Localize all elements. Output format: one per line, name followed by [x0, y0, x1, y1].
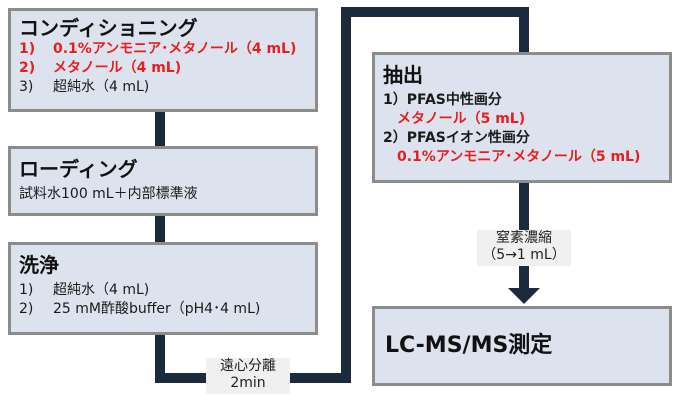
step-conditioning-title: コンディショニング	[19, 16, 198, 40]
centrifuge-label-time: 2min	[230, 375, 266, 391]
concentration-label-text: 窒素濃縮	[496, 230, 552, 246]
extraction-fraction-2-label: 2）PFASイオン性画分	[383, 130, 530, 146]
conditioning-item-3: 3)超純水（4 mL)	[19, 79, 150, 95]
concentration-label: 窒素濃縮 （5→1 mL）	[477, 230, 571, 266]
conditioning-item-2: 2)メタノール（4 mL)	[19, 60, 182, 76]
centrifuge-label: 遠心分離 2min	[206, 358, 290, 394]
washing-item-2: 2)25 mM酢酸buffer（pH4･4 mL)	[19, 301, 261, 317]
washing-item-1: 1)超純水（4 mL)	[19, 282, 150, 298]
step-measurement-title: LC-MS/MS測定	[385, 333, 553, 358]
step-conditioning-box: コンディショニング 1)0.1%アンモニア･メタノール（4 mL) 2)メタノー…	[8, 8, 318, 112]
loading-description: 試料水100 mL＋内部標準液	[19, 186, 198, 202]
step-loading-title: ローディング	[19, 157, 138, 181]
step-measurement-box: LC-MS/MS測定	[372, 306, 672, 386]
connector-washing-extraction	[155, 7, 529, 383]
step-washing-title: 洗浄	[19, 253, 59, 277]
extraction-fraction-1-solvent: メタノール（5 mL)	[397, 111, 526, 127]
conditioning-item-1: 1)0.1%アンモニア･メタノール（4 mL)	[19, 41, 297, 57]
step-extraction-box: 抽出 1）PFAS中性画分 メタノール（5 mL) 2）PFASイオン性画分 0…	[372, 52, 672, 183]
concentration-label-volume: （5→1 mL）	[482, 247, 566, 263]
step-washing-box: 洗浄 1)超純水（4 mL) 2)25 mM酢酸buffer（pH4･4 mL)	[8, 242, 318, 335]
centrifuge-label-text: 遠心分離	[220, 358, 276, 374]
step-extraction-title: 抽出	[383, 63, 423, 87]
extraction-fraction-2-solvent: 0.1%アンモニア･メタノール（5 mL)	[397, 149, 641, 165]
step-loading-box: ローディング 試料水100 mL＋内部標準液	[8, 146, 318, 216]
arrowhead-icon	[508, 288, 540, 304]
extraction-fraction-1-label: 1）PFAS中性画分	[383, 92, 502, 108]
